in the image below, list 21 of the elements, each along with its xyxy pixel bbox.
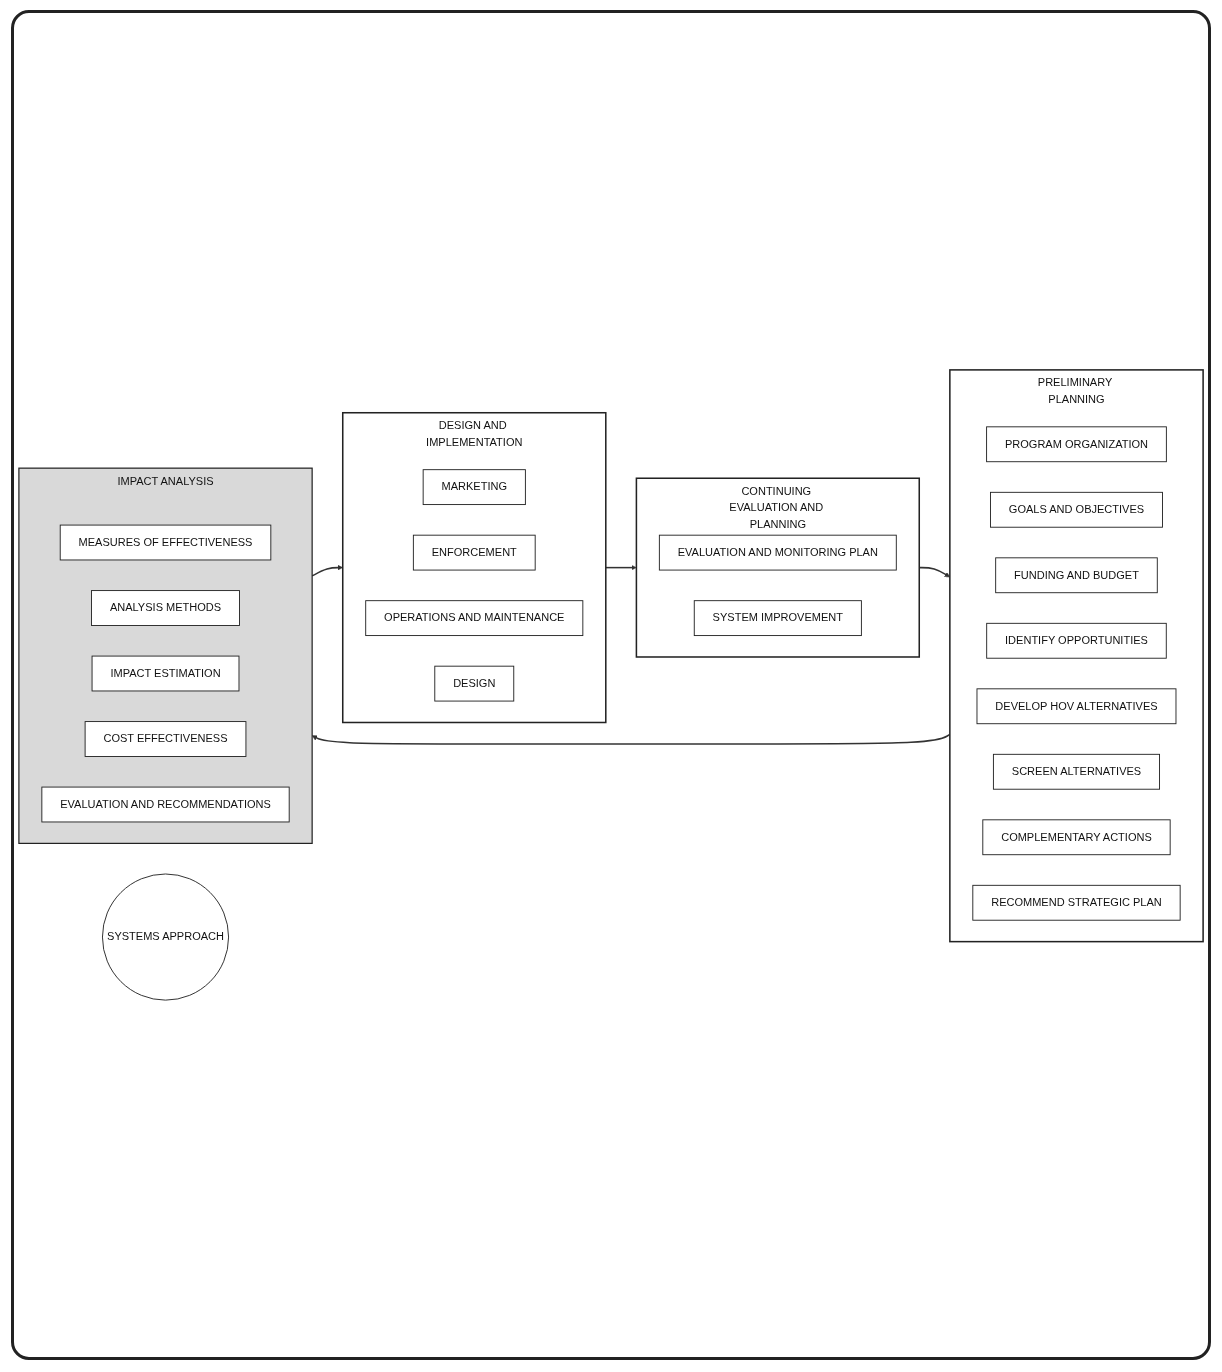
node-box: OPERATIONS AND MAINTENANCE [365, 600, 584, 636]
node-box: COMPLEMENTARY ACTIONS [982, 819, 1171, 856]
node-box: ENFORCEMENT [412, 534, 536, 571]
node-box: ANALYSIS METHODS [91, 590, 240, 626]
node-box: RECOMMEND STRATEGIC PLAN [972, 884, 1181, 921]
node-box: COST EFFECTIVENESS [84, 721, 247, 757]
node-box: EVALUATION AND MONITORING PLAN [658, 534, 897, 571]
node-box: GOALS AND OBJECTIVES [990, 491, 1163, 528]
node-box: PROGRAM ORGANIZATION [986, 426, 1167, 463]
node-box: DESIGN [434, 665, 515, 702]
node-box: DEVELOP HOV ALTERNATIVES [976, 688, 1177, 725]
node-box: IDENTIFY OPPORTUNITIES [986, 622, 1167, 659]
node-box: SYSTEM IMPROVEMENT [693, 600, 862, 636]
node-box: MARKETING [422, 469, 526, 505]
node-box: FUNDING AND BUDGET [995, 557, 1158, 594]
node-box: IMPACT ESTIMATION [91, 655, 240, 692]
node-box: SCREEN ALTERNATIVES [992, 753, 1160, 790]
node-circle: SYSTEMS APPROACH [102, 873, 230, 1001]
arrow [605, 564, 637, 571]
node-box: EVALUATION AND RECOMMENDATIONS [41, 786, 290, 823]
node-box: MEASURES OF EFFECTIVENESS [59, 524, 272, 561]
